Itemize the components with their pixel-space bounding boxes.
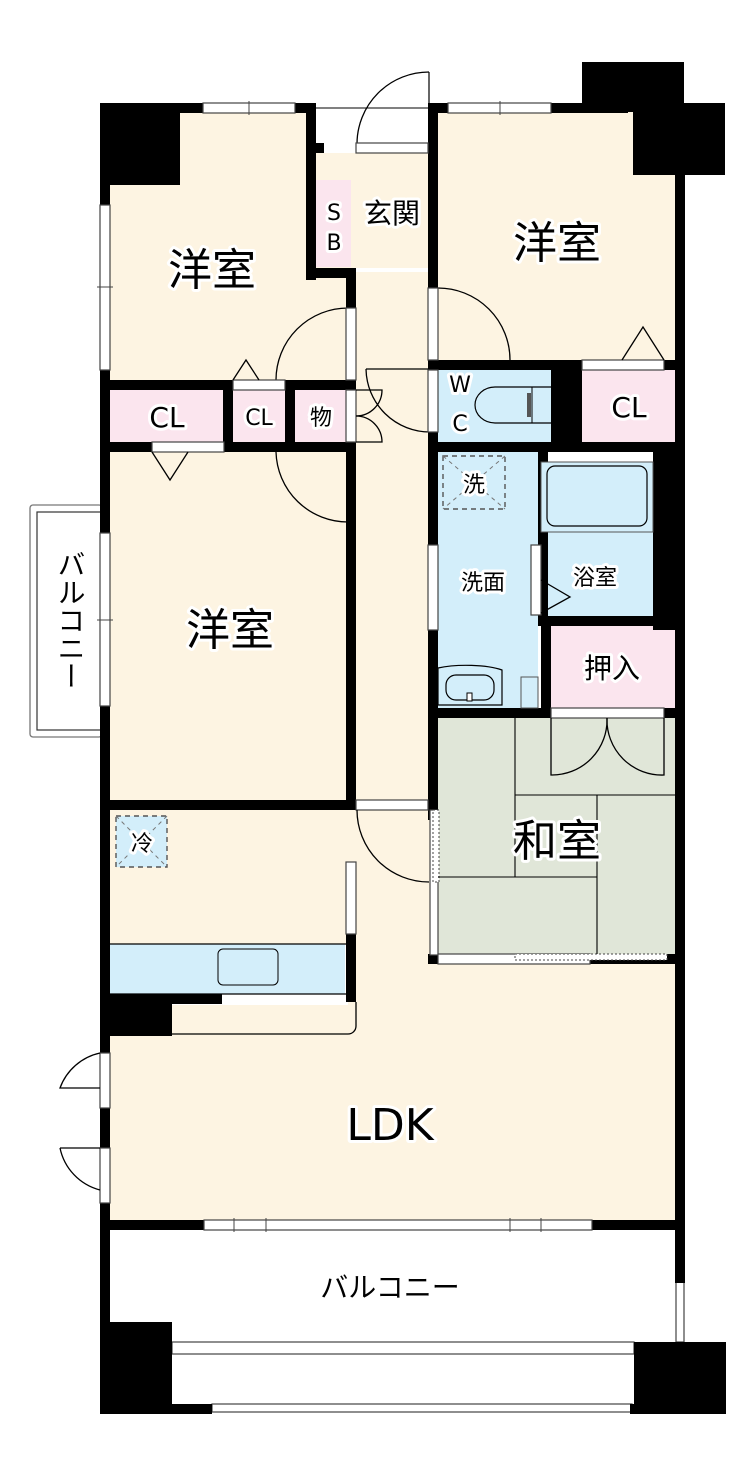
- tatami-lines: [438, 718, 675, 954]
- label-oshiire: 押入: [584, 652, 640, 685]
- floor-closet-left: [110, 390, 223, 442]
- fixtures: [110, 386, 675, 995]
- label-western-middle-left: 洋室: [186, 605, 274, 656]
- room-labels: 洋室 洋室 洋室 玄関 S B CL CL 物 CL W C 洗 洗面 浴室 押…: [54, 194, 650, 1304]
- fridge-space-icon: [115, 815, 168, 868]
- label-toilet-c: C: [452, 412, 467, 437]
- floor-western-middle-left: [110, 450, 348, 800]
- label-shoe-box-s: S: [327, 201, 341, 226]
- doors: [59, 71, 668, 1204]
- label-shoe-box-b: B: [326, 231, 341, 256]
- floor-shoe-box: [316, 180, 351, 267]
- label-toilet-w: W: [449, 373, 471, 398]
- label-closet-left: CL: [149, 401, 185, 434]
- label-entrance: 玄関: [364, 197, 420, 230]
- floor-western-top-right: [438, 112, 675, 360]
- label-western-top-right: 洋室: [513, 218, 601, 269]
- floor-oshiire: [551, 626, 675, 708]
- label-closet-right: CL: [611, 391, 647, 424]
- label-closet-center: CL: [245, 406, 273, 431]
- bottom-balcony: [110, 1230, 685, 1413]
- floor-hallway: [356, 272, 430, 802]
- washer-space-icon: [442, 455, 506, 510]
- floor-western-top-left: [110, 112, 350, 380]
- label-western-top-left: 洋室: [168, 245, 256, 296]
- label-ldk: LDK: [346, 1100, 434, 1151]
- label-japanese-room: 和室: [513, 816, 601, 867]
- floor-ldk: [110, 800, 675, 1220]
- kitchen-sink-icon: [110, 943, 346, 995]
- sink-icon: [437, 664, 539, 709]
- label-balcony-bottom: バルコニー: [320, 1271, 459, 1304]
- walls: [100, 62, 726, 1414]
- windows: [97, 101, 593, 1232]
- label-balcony-side: バルコニー: [54, 550, 87, 690]
- label-fridge: 冷: [131, 832, 153, 857]
- side-balcony: [29, 504, 103, 738]
- floor-japanese-room: [438, 717, 675, 954]
- floor-closet-center: [233, 390, 285, 442]
- floor-closet-right: [582, 370, 675, 442]
- label-storage: 物: [310, 406, 332, 431]
- label-washer: 洗: [463, 473, 485, 498]
- floor-storage: [295, 390, 348, 442]
- bathtub-icon: [540, 461, 654, 533]
- label-washroom: 洗面: [461, 571, 505, 596]
- toilet-icon: [474, 386, 551, 424]
- label-bathroom: 浴室: [573, 566, 617, 591]
